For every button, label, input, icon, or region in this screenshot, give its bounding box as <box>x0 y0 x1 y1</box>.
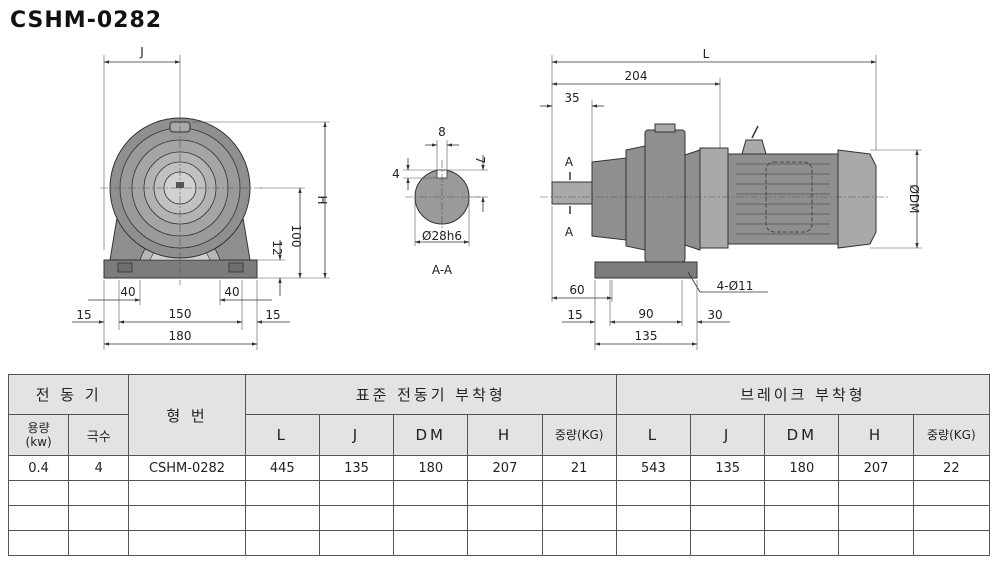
dim-L: L <box>703 47 710 61</box>
cell-brk-J: 135 <box>689 455 766 481</box>
dim-shaft: Ø28h6 <box>422 229 462 243</box>
spec-table: 전 동 기 형 번 표준 전동기 부착형 브레이크 부착형 용량 (kw) 극수… <box>7 374 991 556</box>
cell-poles: 4 <box>68 455 130 481</box>
dim-DM: ØDM <box>907 184 921 213</box>
section-mark-top: A <box>565 155 574 169</box>
dim-60: 60 <box>569 283 584 297</box>
table-row-empty <box>7 505 991 531</box>
dim-204: 204 <box>625 69 648 83</box>
cell-std-H: 207 <box>467 455 543 481</box>
dim-J: J <box>139 45 144 59</box>
section-view: 8 7 4 Ø28h6 A-A <box>392 125 488 277</box>
technical-drawing: J H 100 12 40 40 15 150 15 180 <box>72 45 922 350</box>
cell-model: CSHM-0282 <box>128 455 246 481</box>
table-row-empty <box>7 530 991 556</box>
cell-std-L: 445 <box>244 455 320 481</box>
std-col-weight: 중량(KG) <box>541 414 617 456</box>
dim-30: 30 <box>707 308 722 322</box>
dim-150: 150 <box>169 307 192 321</box>
dim-12: 12 <box>270 240 284 255</box>
section-label: A-A <box>432 263 453 277</box>
capacity-header: 용량 (kw) <box>7 414 70 456</box>
table-row: 0.4 4 CSHM-0282 445 135 180 207 21 543 1… <box>7 455 991 481</box>
side-view: L 204 35 A A ØDM 60 4-Ø11 15 <box>540 47 922 350</box>
dim-H: H <box>315 195 329 204</box>
std-col-L: L <box>244 414 320 456</box>
cell-capacity: 0.4 <box>7 455 70 481</box>
std-col-DM: DM <box>393 414 469 456</box>
section-mark-bottom: A <box>565 225 574 239</box>
cell-brk-weight: 22 <box>912 455 991 481</box>
brake-group-header: 브레이크 부착형 <box>615 374 991 415</box>
cell-std-weight: 21 <box>541 455 617 481</box>
dim-40-right: 40 <box>224 285 239 299</box>
motor-header: 전 동 기 <box>7 374 130 415</box>
cell-brk-L: 543 <box>615 455 692 481</box>
brk-col-H: H <box>838 414 914 456</box>
dim-4: 4 <box>392 167 400 181</box>
table-row-empty <box>7 480 991 506</box>
dim-100: 100 <box>289 225 303 248</box>
dim-15-left: 15 <box>76 308 91 322</box>
dim-90: 90 <box>638 307 653 321</box>
std-col-H: H <box>467 414 543 456</box>
brk-col-J: J <box>689 414 766 456</box>
standard-group-header: 표준 전동기 부착형 <box>244 374 617 415</box>
brk-col-weight: 중량(KG) <box>912 414 991 456</box>
dim-135: 135 <box>635 329 658 343</box>
brk-col-DM: DM <box>764 414 840 456</box>
dim-7: 7 <box>473 156 487 164</box>
cell-std-J: 135 <box>318 455 395 481</box>
brk-col-L: L <box>615 414 692 456</box>
dim-40-left: 40 <box>120 285 135 299</box>
dim-35: 35 <box>564 91 579 105</box>
cell-std-DM: 180 <box>393 455 469 481</box>
std-col-J: J <box>318 414 395 456</box>
cell-brk-DM: 180 <box>764 455 840 481</box>
dim-holes: 4-Ø11 <box>717 279 754 293</box>
cell-brk-H: 207 <box>838 455 914 481</box>
model-header: 형 번 <box>128 374 246 456</box>
poles-header: 극수 <box>68 414 130 456</box>
dim-15-side: 15 <box>567 308 582 322</box>
front-view: J H 100 12 40 40 15 150 15 180 <box>72 45 330 350</box>
dim-8: 8 <box>438 125 446 139</box>
dim-180: 180 <box>169 329 192 343</box>
dim-15-right: 15 <box>265 308 280 322</box>
page-title: CSHM-0282 <box>10 8 163 33</box>
